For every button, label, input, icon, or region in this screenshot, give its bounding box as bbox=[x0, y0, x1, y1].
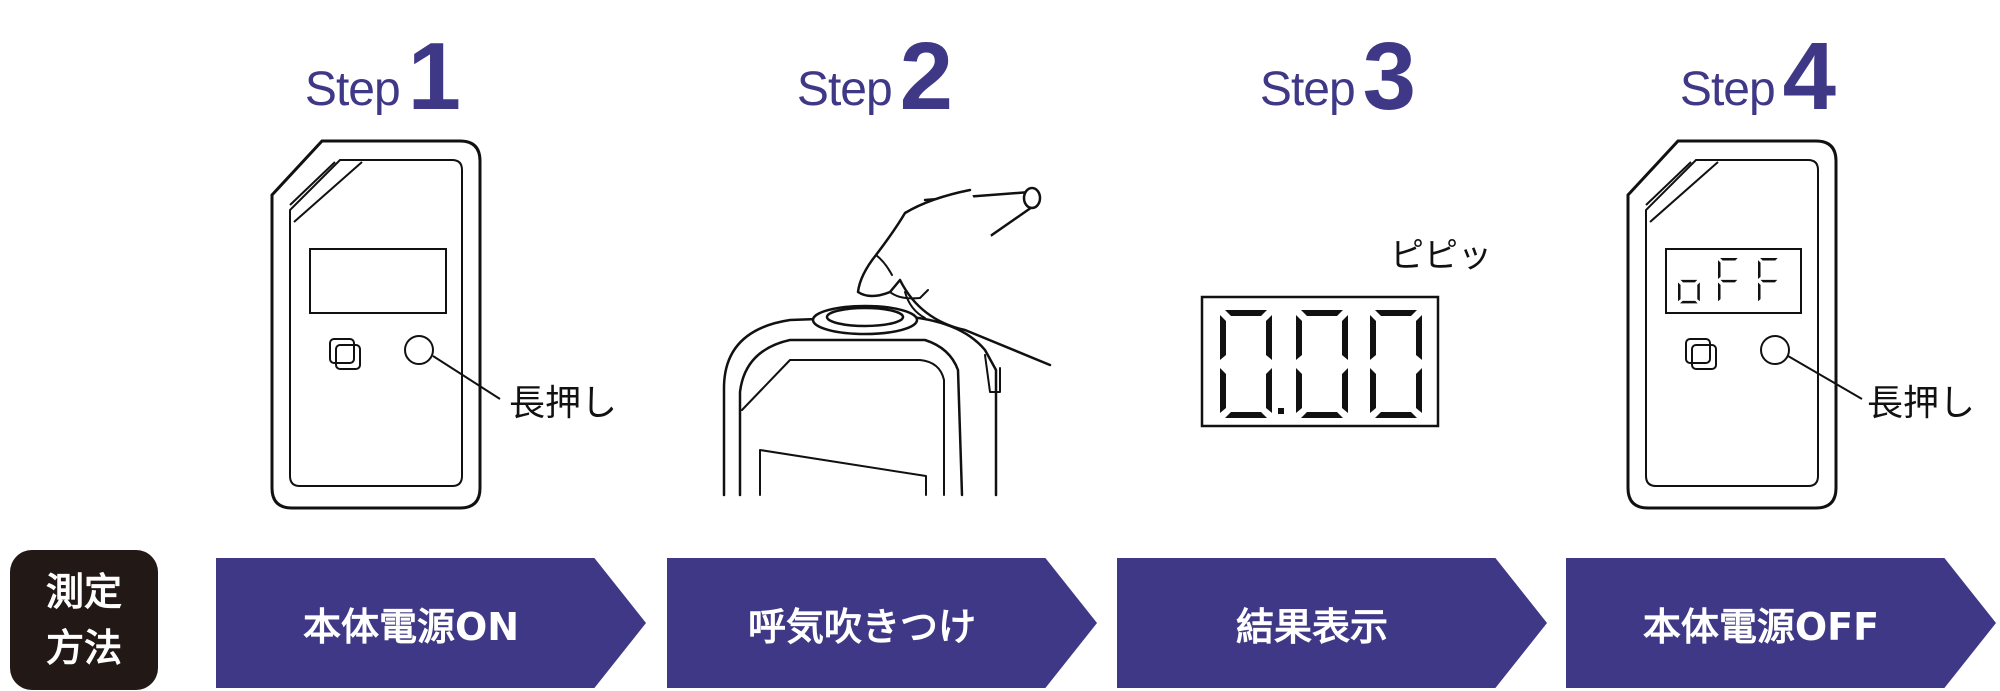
leader-line bbox=[432, 355, 501, 400]
step-word: Step bbox=[304, 63, 401, 116]
step-3-action: 結果表示 bbox=[1235, 604, 1388, 649]
beep-label: ピピッ bbox=[1390, 236, 1492, 276]
step-2-title: Step2 bbox=[725, 18, 1025, 130]
blank-display bbox=[309, 248, 447, 314]
step-1-action-arrow: 本体電源ON bbox=[216, 558, 646, 688]
decimal-point bbox=[1278, 408, 1284, 414]
step-4-title: Step4 bbox=[1608, 18, 1908, 130]
device-step1 bbox=[270, 139, 501, 510]
step-number: 2 bbox=[899, 23, 954, 130]
device-step2 bbox=[722, 186, 1052, 497]
badge-line-2: 方法 bbox=[45, 626, 122, 670]
step-word: Step bbox=[1679, 63, 1776, 116]
step-3-title: Step3 bbox=[1188, 18, 1488, 130]
step-number: 4 bbox=[1782, 23, 1837, 130]
step-1-title: Step1 bbox=[233, 18, 533, 130]
step-word: Step bbox=[796, 63, 893, 116]
step-word: Step bbox=[1259, 63, 1356, 116]
digit-o bbox=[1678, 279, 1700, 304]
long-press-label-1: 長押し bbox=[509, 383, 618, 424]
step-2-action: 呼気吹きつけ bbox=[747, 604, 976, 649]
step-2-action-arrow: 呼気吹きつけ bbox=[667, 558, 1097, 688]
device-step4 bbox=[1626, 139, 1863, 510]
off-display bbox=[1665, 248, 1802, 314]
leader-line bbox=[1787, 355, 1863, 400]
measurement-method-badge: 測定 方法 bbox=[10, 550, 158, 690]
step-number: 3 bbox=[1362, 23, 1417, 130]
step-1-action: 本体電源ON bbox=[302, 604, 520, 649]
step-3-action-arrow: 結果表示 bbox=[1117, 558, 1547, 688]
digit-f2 bbox=[1758, 258, 1778, 302]
badge-line-1: 測定 bbox=[45, 570, 122, 614]
step-4-action-arrow: 本体電源OFF bbox=[1566, 558, 1996, 688]
result-display bbox=[1200, 295, 1440, 428]
long-press-label-4: 長押し bbox=[1867, 383, 1976, 424]
step-number: 1 bbox=[407, 23, 462, 130]
step-4-action: 本体電源OFF bbox=[1642, 604, 1880, 649]
digit-f1 bbox=[1718, 258, 1738, 302]
